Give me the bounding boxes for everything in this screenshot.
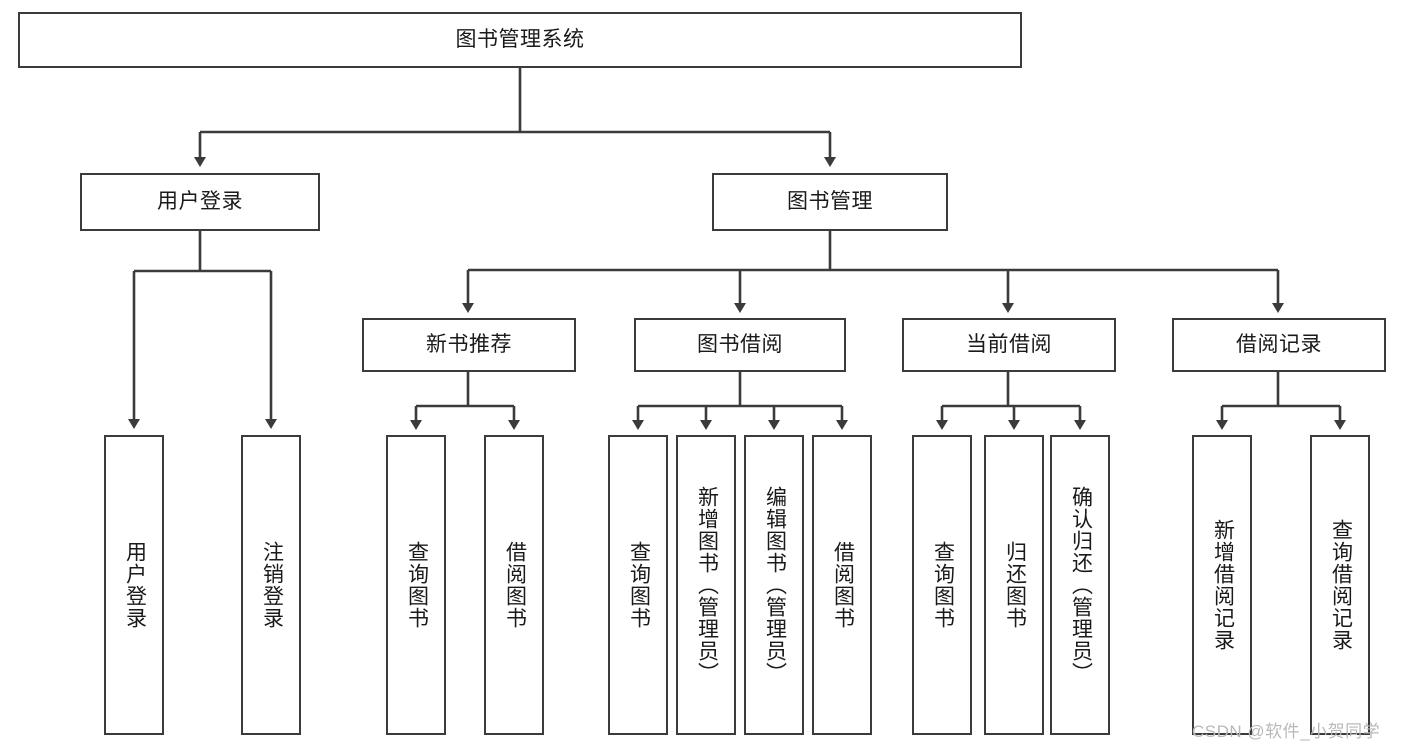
node-leaf-edit-book[interactable]: 编辑图书（管理员） [744,435,804,735]
node-leaf-query-book-current-label: 查询图书 [931,541,955,629]
node-borrow-record[interactable]: 借阅记录 [1172,318,1386,372]
node-current-borrow[interactable]: 当前借阅 [902,318,1116,372]
node-leaf-borrow-book[interactable]: 借阅图书 [812,435,872,735]
node-book-management[interactable]: 图书管理 [712,173,948,231]
node-user-login-label: 用户登录 [157,190,243,214]
node-leaf-query-book-rec[interactable]: 查询图书 [386,435,446,735]
node-leaf-add-book-label: 新增图书（管理员） [695,486,719,684]
node-leaf-query-record[interactable]: 查询借阅记录 [1310,435,1370,735]
node-leaf-confirm-return-label: 确认归还（管理员） [1069,486,1093,684]
node-leaf-add-record-label: 新增借阅记录 [1211,519,1235,651]
node-leaf-borrow-book-rec[interactable]: 借阅图书 [484,435,544,735]
node-borrow-record-label: 借阅记录 [1236,333,1322,357]
node-new-book-recommend-label: 新书推荐 [426,333,512,357]
csdn-watermark: CSDN @软件_小贺同学 [1192,722,1381,741]
node-leaf-add-book[interactable]: 新增图书（管理员） [676,435,736,735]
node-leaf-user-login-label: 用户登录 [123,541,147,629]
node-leaf-query-book-rec-label: 查询图书 [405,541,429,629]
node-leaf-borrow-book-rec-label: 借阅图书 [503,541,527,629]
node-leaf-logout-label: 注销登录 [260,541,284,629]
node-leaf-borrow-book-label: 借阅图书 [831,541,855,629]
node-leaf-query-record-label: 查询借阅记录 [1329,519,1353,651]
node-user-login[interactable]: 用户登录 [80,173,320,231]
node-root[interactable]: 图书管理系统 [18,12,1022,68]
node-leaf-query-book-borrow-label: 查询图书 [627,541,651,629]
node-leaf-return-book[interactable]: 归还图书 [984,435,1044,735]
node-root-label: 图书管理系统 [455,28,585,52]
node-current-borrow-label: 当前借阅 [966,333,1052,357]
node-leaf-return-book-label: 归还图书 [1003,541,1027,629]
node-new-book-recommend[interactable]: 新书推荐 [362,318,576,372]
node-leaf-query-book-borrow[interactable]: 查询图书 [608,435,668,735]
node-leaf-query-book-current[interactable]: 查询图书 [912,435,972,735]
node-leaf-confirm-return[interactable]: 确认归还（管理员） [1050,435,1110,735]
node-leaf-edit-book-label: 编辑图书（管理员） [763,486,787,684]
node-book-management-label: 图书管理 [787,190,873,214]
node-leaf-user-login[interactable]: 用户登录 [104,435,164,735]
node-book-borrow[interactable]: 图书借阅 [634,318,846,372]
node-leaf-add-record[interactable]: 新增借阅记录 [1192,435,1252,735]
node-book-borrow-label: 图书借阅 [697,333,783,357]
node-leaf-logout[interactable]: 注销登录 [241,435,301,735]
